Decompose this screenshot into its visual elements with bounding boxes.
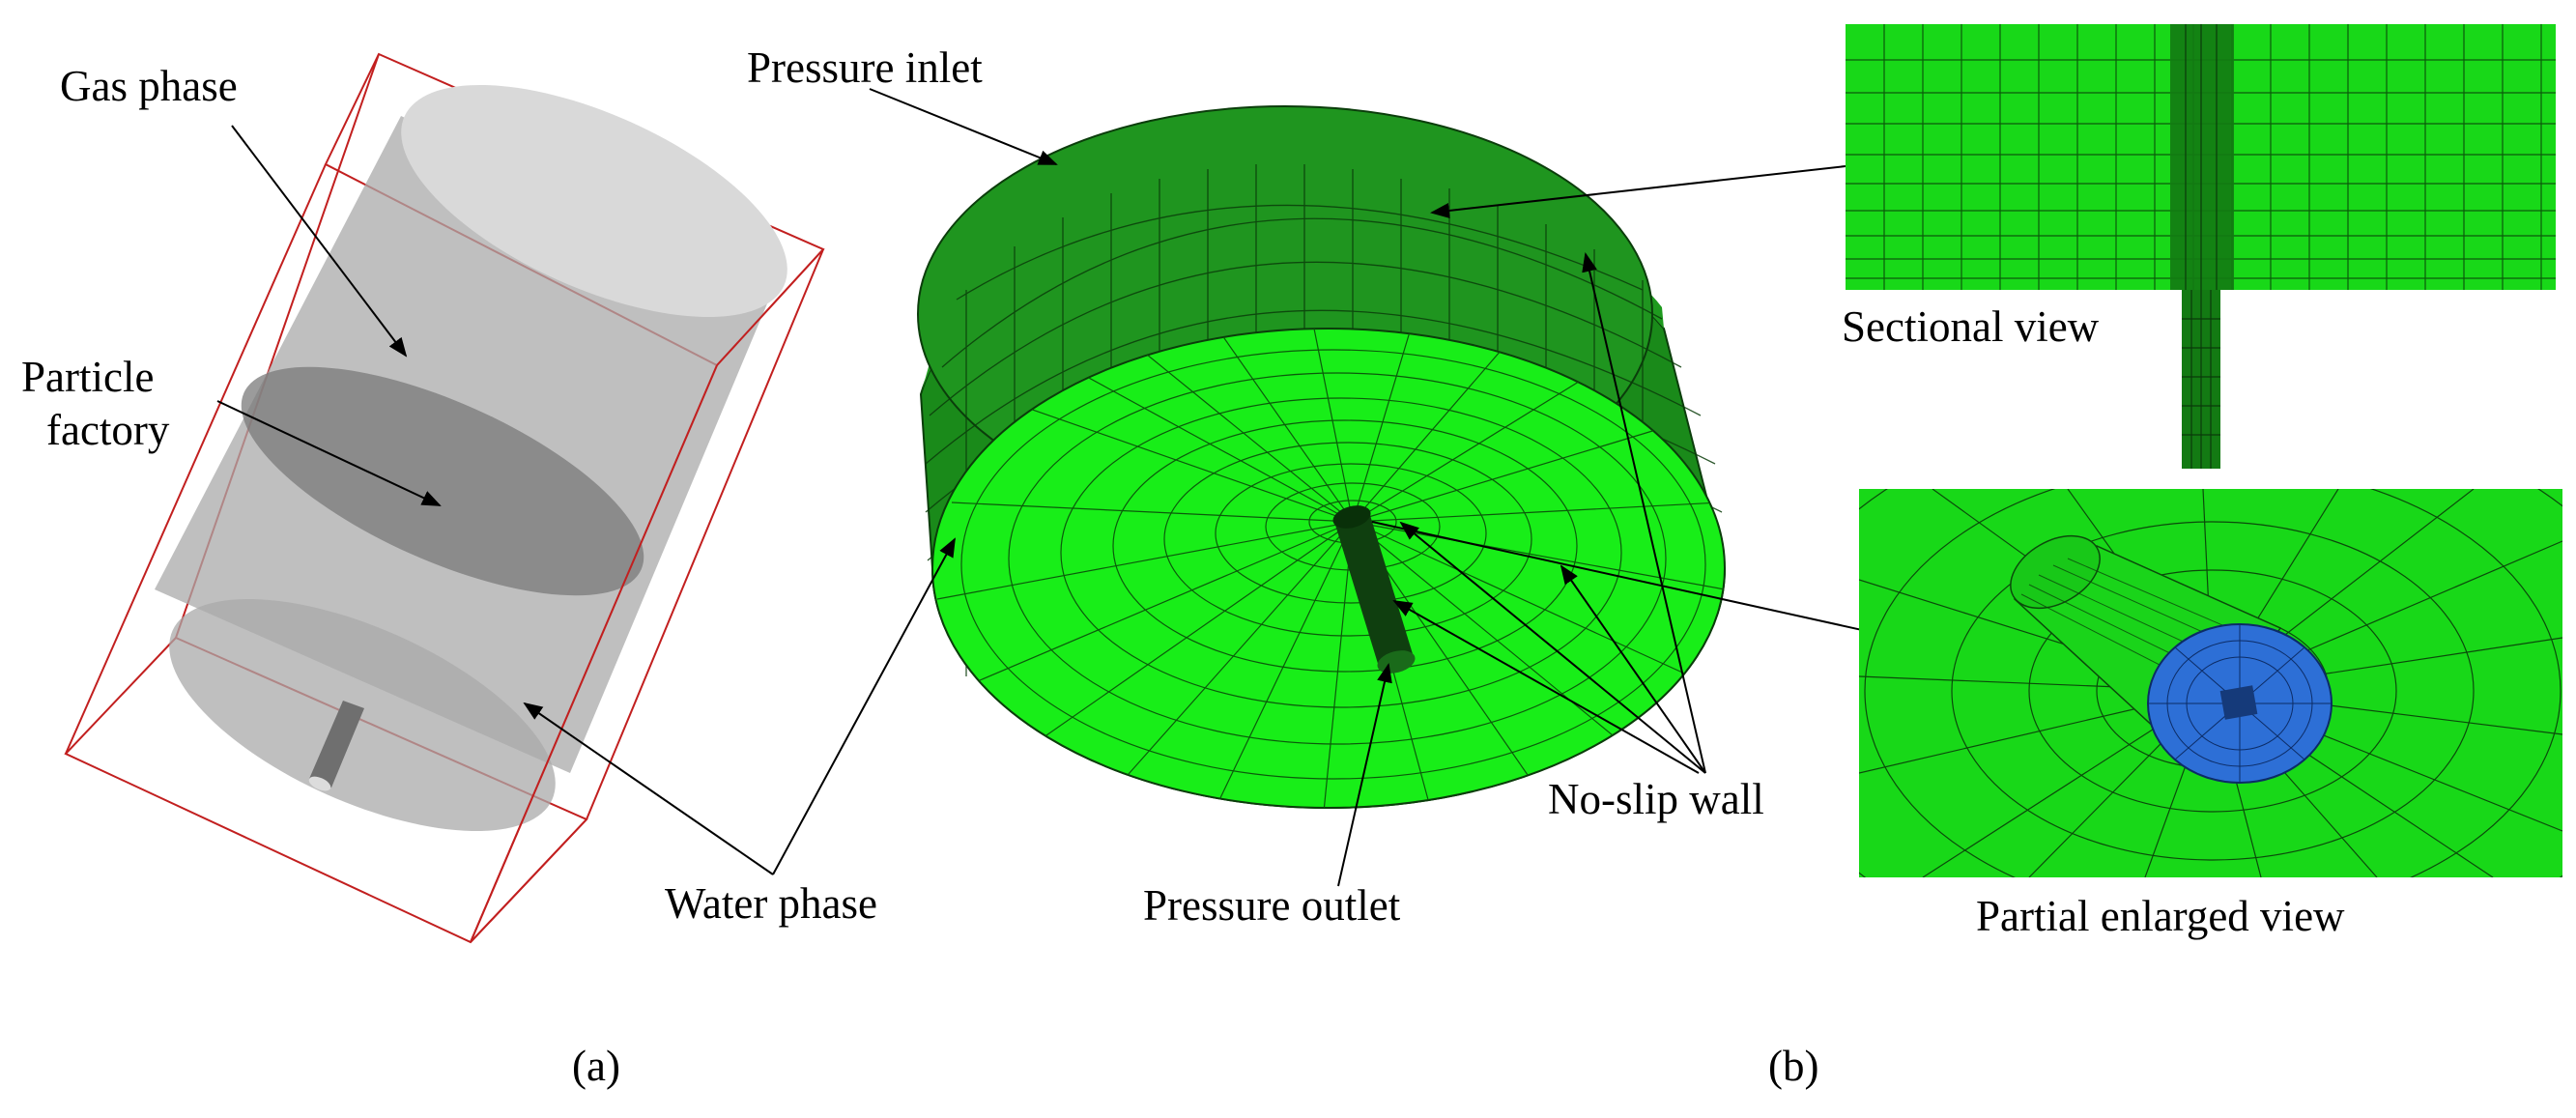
arrow-no-slip-wall-3 — [1399, 521, 1706, 774]
arrow-sectional-pointer — [1430, 165, 1846, 218]
label-pressure-outlet: Pressure outlet — [1143, 881, 1401, 930]
label-gas-phase: Gas phase — [60, 62, 238, 110]
label-water-phase: Water phase — [665, 879, 877, 928]
label-particle-factory-1: Particle — [21, 353, 154, 401]
outlet-face — [2147, 623, 2333, 784]
arrow-gas-phase — [231, 125, 408, 358]
particle-factory-disk — [241, 366, 644, 596]
arrow-pressure-inlet — [869, 88, 1058, 165]
arrow-no-slip-wall-2 — [1560, 564, 1706, 774]
arrow-water-phase-a — [523, 702, 774, 875]
label-sectional-view: Sectional view — [1842, 302, 2100, 351]
label-partial-enlarged-view: Partial enlarged view — [1976, 892, 2345, 940]
cylinder-bottom-face — [931, 328, 1726, 809]
arrow-pipe-wall — [1392, 600, 1700, 774]
label-pressure-inlet: Pressure inlet — [747, 43, 983, 92]
gas-water-cylinder — [155, 84, 787, 832]
sectional-view-inset: Sectional view — [1840, 24, 2556, 469]
arrow-water-phase-b — [772, 537, 956, 875]
arrow-pressure-outlet — [1337, 663, 1392, 887]
partial-enlarged-view-inset: Partial enlarged view — [1859, 489, 2562, 940]
caption-a: (a) — [572, 1042, 620, 1090]
label-no-slip-wall: No-slip wall — [1548, 775, 1764, 823]
panel-b-mesh-illustration: Pressure inlet Pressure outlet No-slip w… — [747, 43, 1977, 1090]
label-particle-factory-2: factory — [46, 406, 170, 454]
arrow-no-slip-wall-1 — [1582, 252, 1706, 774]
outlet-pipe — [309, 701, 364, 788]
panel-a-domain-illustration: Gas phase Particle factory Water phase (… — [21, 52, 877, 1090]
caption-b: (b) — [1768, 1042, 1818, 1090]
arrow-particle-factory — [216, 400, 442, 506]
